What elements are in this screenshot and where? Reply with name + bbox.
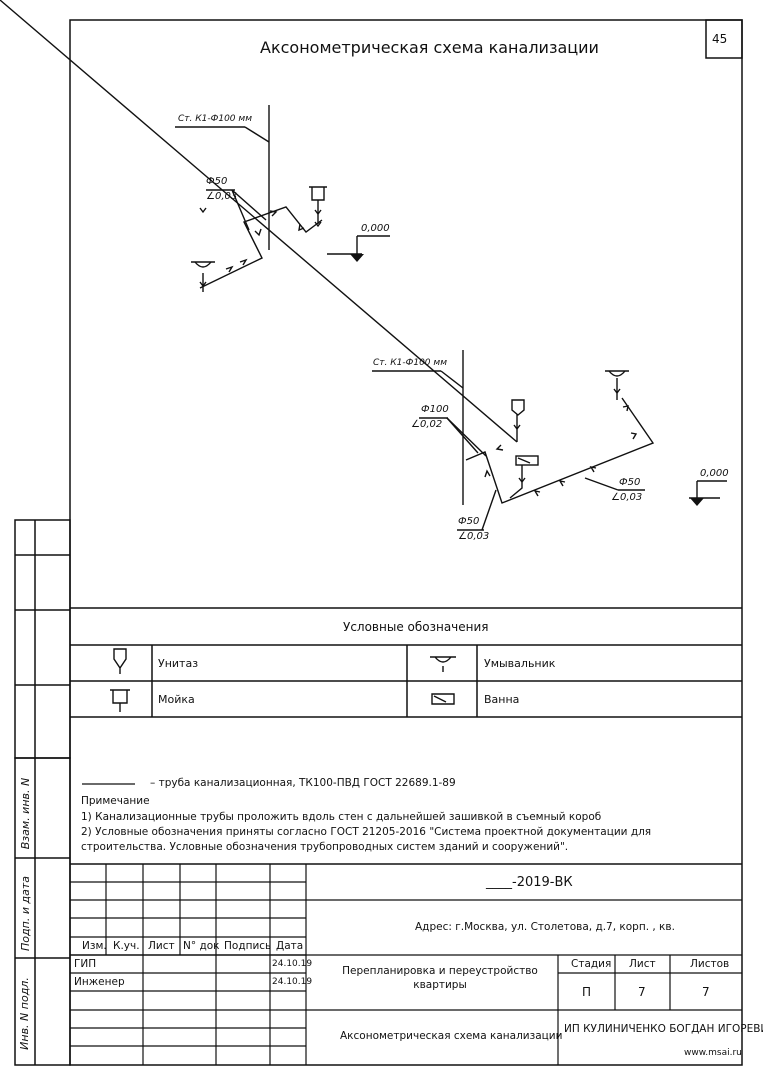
sheet-value: 7	[638, 985, 646, 999]
engineer-date: 24.10.19	[272, 977, 313, 987]
title-block-grid	[70, 864, 742, 1065]
notes-heading: Примечание	[81, 795, 150, 807]
riser-label-2: Ст. К1-Ф100 мм	[373, 358, 447, 368]
pipe-run-1	[199, 206, 323, 289]
sink-fixture-2	[511, 399, 525, 416]
sheets-value: 7	[702, 985, 710, 999]
project-name: Перепланировка и переустройство квартиры	[342, 965, 538, 992]
side-stamp	[14, 519, 71, 1066]
website: www.msai.ru	[684, 1048, 742, 1058]
stage-value: П	[582, 985, 592, 999]
bathtub-icon	[431, 693, 455, 705]
level-marker-1	[350, 254, 364, 262]
gip-label: ГИП	[74, 958, 97, 970]
sink-fixture-1	[309, 186, 327, 201]
company-name: ИП КУЛИНИЧЕНКО БОГДАН ИГОРЕВИЧ	[564, 1023, 763, 1035]
pipe4-diameter: Ф50	[619, 477, 641, 488]
th-izm: Изм.	[82, 940, 107, 952]
sink-icon	[110, 689, 130, 712]
level-marker-2	[690, 498, 704, 506]
doc-code: ____-2019-ВК	[486, 875, 573, 890]
stage-label: Стадия	[571, 958, 612, 970]
stamp-vzam: Взам. инв. N	[19, 777, 33, 850]
pipe1-slope: ∠0,03	[206, 191, 238, 202]
note-2: 2) Условные обозначения приняты согласно…	[81, 826, 652, 854]
legend-label-toilet: Унитаз	[158, 657, 199, 670]
gip-date: 24.10.19	[272, 959, 313, 969]
engineer-label: Инженер	[74, 976, 125, 988]
pipe2-diameter: Ф100	[421, 404, 449, 415]
legend-label-sink: Мойка	[158, 693, 195, 706]
pipe3-diameter: Ф50	[458, 516, 480, 527]
washbasin-fixture-2	[605, 370, 629, 377]
toilet-icon	[113, 648, 127, 674]
washbasin-icon	[430, 656, 456, 672]
stamp-podp: Подп. и дата	[18, 876, 32, 951]
pipe1-diameter: Ф50	[206, 176, 228, 187]
level-label-2: 0,000	[700, 468, 729, 479]
washbasin-fixture-1	[191, 261, 215, 268]
drawing-name: Аксонометрическая схема канализации	[340, 1030, 563, 1042]
drawing-title: Аксонометрическая схема канализации	[260, 38, 599, 57]
bathtub-fixture-2	[515, 455, 539, 466]
sheets-label: Листов	[690, 958, 730, 970]
level-label-1: 0,000	[361, 223, 390, 234]
address: Адрес: г.Москва, ул. Столетова, д.7, кор…	[415, 921, 675, 933]
sheet-label: Лист	[629, 958, 656, 970]
th-kuch: К.уч.	[113, 940, 140, 952]
pipe3-slope: ∠0,03	[458, 531, 490, 542]
th-data: Дата	[276, 940, 304, 952]
th-podpis: Подпись	[224, 940, 272, 952]
sheet-number: 45	[712, 32, 728, 46]
th-ndok: N° док	[183, 940, 220, 952]
pipe4-slope: ∠0,03	[611, 492, 643, 503]
pipe-run-2	[465, 397, 655, 504]
legend-heading: Условные обозначения	[343, 620, 489, 634]
pipe-legend-text: – труба канализационная, ТК100-ПВД ГОСТ …	[150, 777, 456, 789]
th-list: Лист	[148, 940, 175, 952]
note-1: 1) Канализационные трубы проложить вдоль…	[81, 811, 602, 823]
pipe2-slope: ∠0,02	[411, 419, 443, 430]
legend-label-bathtub: Ванна	[484, 693, 520, 706]
stamp-inv: Инв. N подл.	[17, 977, 31, 1050]
riser-label-1: Ст. К1-Ф100 мм	[178, 114, 252, 124]
sheet-number-box	[705, 19, 743, 59]
legend-label-washbasin: Умывальник	[484, 657, 556, 670]
